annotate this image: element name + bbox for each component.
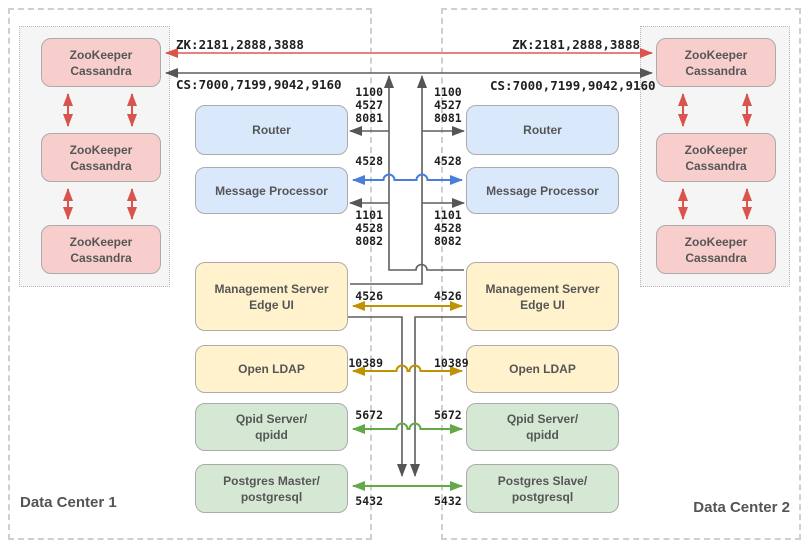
data-center-2-boundary (441, 8, 801, 540)
cassandra-node-label: ZooKeeper Cassandra (684, 47, 748, 78)
qpid-node-dc1: Qpid Server/ qpidd (195, 403, 348, 451)
ldap-port-label-left: 10389 (348, 356, 383, 370)
zookeeper-ports-label-right: ZK:2181,2888,3888 (512, 37, 640, 52)
qpid-cross-link (352, 422, 463, 434)
cassandra-node-label: ZooKeeper Cassandra (684, 234, 748, 265)
management-to-postgres-links (348, 316, 466, 477)
mp-ports-label-right: 1101 4528 8082 (434, 208, 462, 248)
management-server-label: Management Server Edge UI (214, 281, 329, 312)
cassandra-node-label: ZooKeeper Cassandra (69, 47, 133, 78)
cassandra-node: ZooKeeper Cassandra (41, 225, 161, 274)
data-center-1-title: Data Center 1 (20, 494, 117, 511)
management-server-label: Management Server Edge UI (485, 281, 600, 312)
ldap-cross-link (352, 364, 463, 376)
postgres-label: Postgres Master/ postgresql (223, 473, 320, 504)
router-label: Router (523, 123, 562, 137)
cassandra-node-label: ZooKeeper Cassandra (69, 234, 133, 265)
cassandra-node: ZooKeeper Cassandra (41, 133, 161, 182)
open-ldap-node-dc1: Open LDAP (195, 345, 348, 393)
open-ldap-label: Open LDAP (509, 362, 576, 376)
postgres-port-label-left: 5432 (355, 494, 383, 508)
message-processor-node-dc1: Message Processor (195, 167, 348, 214)
open-ldap-label: Open LDAP (238, 362, 305, 376)
router-label: Router (252, 123, 291, 137)
zookeeper-ports-label-left: ZK:2181,2888,3888 (176, 37, 304, 52)
router-node-dc1: Router (195, 105, 348, 155)
cassandra-node: ZooKeeper Cassandra (656, 225, 776, 274)
message-processor-label: Message Processor (215, 183, 328, 198)
cassandra-node-label: ZooKeeper Cassandra (69, 142, 133, 173)
cassandra-node: ZooKeeper Cassandra (41, 38, 161, 87)
postgres-node-dc1: Postgres Master/ postgresql (195, 464, 348, 513)
qpid-port-label-right: 5672 (434, 408, 462, 422)
data-center-1-boundary (8, 8, 372, 540)
qpid-label: Qpid Server/ qpidd (506, 412, 579, 442)
management-server-node-dc2: Management Server Edge UI (466, 262, 619, 331)
cassandra-internal-links-dc2 (678, 93, 752, 220)
management-port-label-left: 4526 (355, 289, 383, 303)
data-center-2-title: Data Center 2 (693, 499, 790, 516)
qpid-node-dc2: Qpid Server/ qpidd (466, 403, 619, 451)
open-ldap-node-dc2: Open LDAP (466, 345, 619, 393)
ldap-port-label-right: 10389 (434, 356, 469, 370)
message-processor-label: Message Processor (486, 183, 599, 198)
router-node-dc2: Router (466, 105, 619, 155)
message-processor-node-dc2: Message Processor (466, 167, 619, 214)
postgres-label: Postgres Slave/ postgresql (497, 473, 588, 504)
cassandra-ports-label-left: CS:7000,7199,9042,9160 (176, 77, 342, 92)
postgres-port-label-right: 5432 (434, 494, 462, 508)
cassandra-internal-links-dc1 (63, 93, 137, 220)
management-port-label-right: 4526 (434, 289, 462, 303)
cassandra-node: ZooKeeper Cassandra (656, 38, 776, 87)
qpid-port-label-left: 5672 (355, 408, 383, 422)
postgres-node-dc2: Postgres Slave/ postgresql (466, 464, 619, 513)
mp-port-label-right: 4528 (434, 154, 462, 168)
cassandra-ports-label-right: CS:7000,7199,9042,9160 (490, 78, 656, 93)
management-server-node-dc1: Management Server Edge UI (195, 262, 348, 331)
router-ports-label-right: 1100 4527 8081 (434, 85, 462, 125)
mp-ports-label-left: 1101 4528 8082 (355, 208, 383, 248)
message-processor-cross-link (352, 173, 463, 185)
router-ports-label-left: 1100 4527 8081 (355, 85, 383, 125)
cassandra-node: ZooKeeper Cassandra (656, 133, 776, 182)
qpid-label: Qpid Server/ qpidd (235, 412, 308, 442)
management-to-cassandra-links (350, 75, 464, 285)
cassandra-node-label: ZooKeeper Cassandra (684, 142, 748, 173)
mp-port-label-left: 4528 (355, 154, 383, 168)
